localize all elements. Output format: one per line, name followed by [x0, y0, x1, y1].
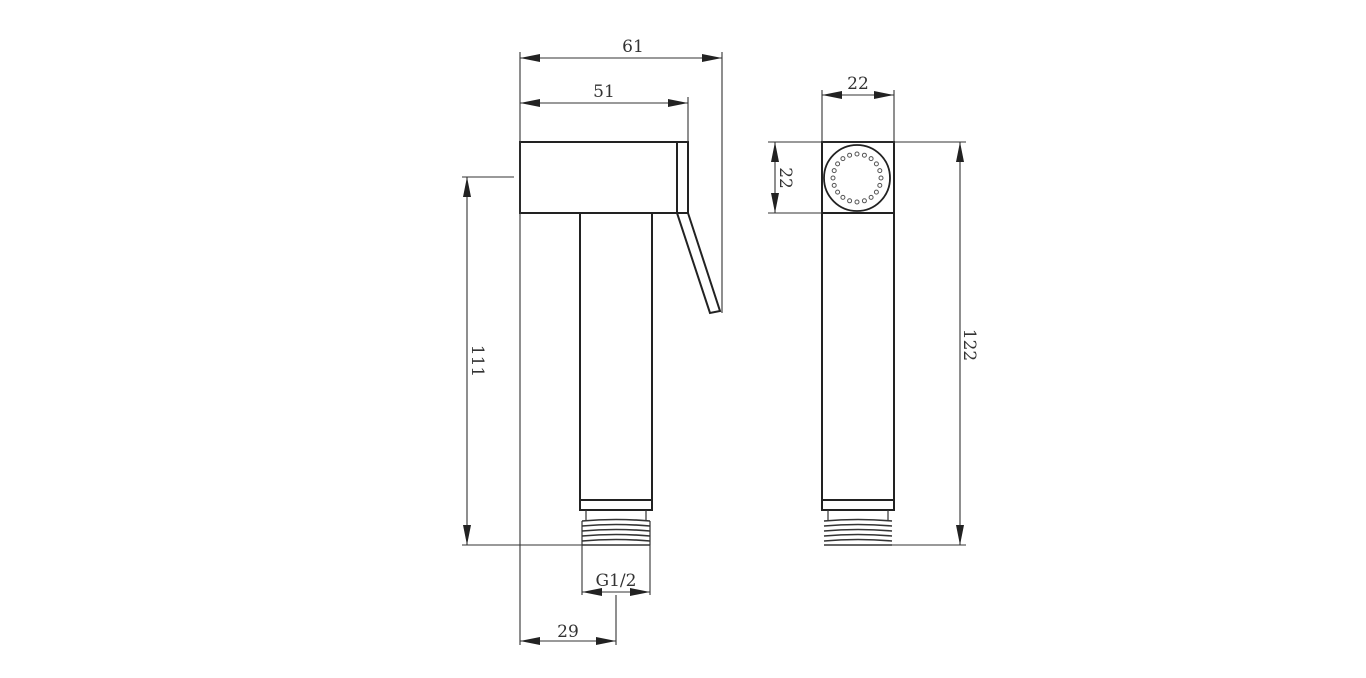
- spray-hole: [878, 175, 884, 181]
- dim-thread-size: G1/2: [596, 571, 637, 591]
- spray-hole: [873, 189, 879, 195]
- spray-hole: [861, 152, 867, 158]
- spray-face-circle: [823, 144, 891, 212]
- spray-holes: [830, 151, 884, 205]
- spray-hole: [861, 198, 867, 204]
- spray-hole: [835, 189, 841, 195]
- dim-front-height: 22: [775, 167, 795, 189]
- dim-overall-height: 122: [959, 329, 979, 361]
- spray-hole: [840, 194, 846, 200]
- spray-hole: [831, 168, 837, 174]
- handle-body-front: [821, 213, 895, 511]
- spray-hole: [854, 151, 860, 157]
- spray-hole: [877, 168, 883, 174]
- spray-hole: [873, 161, 879, 167]
- dim-height-to-head: 111: [467, 345, 487, 377]
- dim-head-width: 51: [593, 82, 615, 102]
- spray-hole: [835, 161, 841, 167]
- spray-hole: [847, 152, 853, 158]
- neck: [585, 510, 647, 520]
- spray-hole: [854, 199, 860, 205]
- handle-body-side: [579, 213, 653, 511]
- thread-front: [823, 518, 893, 546]
- front-view: 22 22 122: [768, 74, 979, 546]
- spray-hole: [840, 156, 846, 162]
- trigger-lever: [676, 142, 722, 315]
- spray-hole: [868, 156, 874, 162]
- dim-front-width: 22: [847, 74, 869, 94]
- dim-overall-width: 61: [622, 37, 644, 57]
- spray-hole: [830, 175, 836, 181]
- spray-hole: [877, 182, 883, 188]
- side-view: 61 51 111 G1/2 29: [462, 37, 723, 645]
- sprayer-head-side: [519, 141, 689, 214]
- thread-side: [581, 518, 651, 546]
- spray-hole: [831, 182, 837, 188]
- spray-hole: [847, 198, 853, 204]
- spray-hole: [868, 194, 874, 200]
- dim-axis-offset: 29: [557, 622, 579, 642]
